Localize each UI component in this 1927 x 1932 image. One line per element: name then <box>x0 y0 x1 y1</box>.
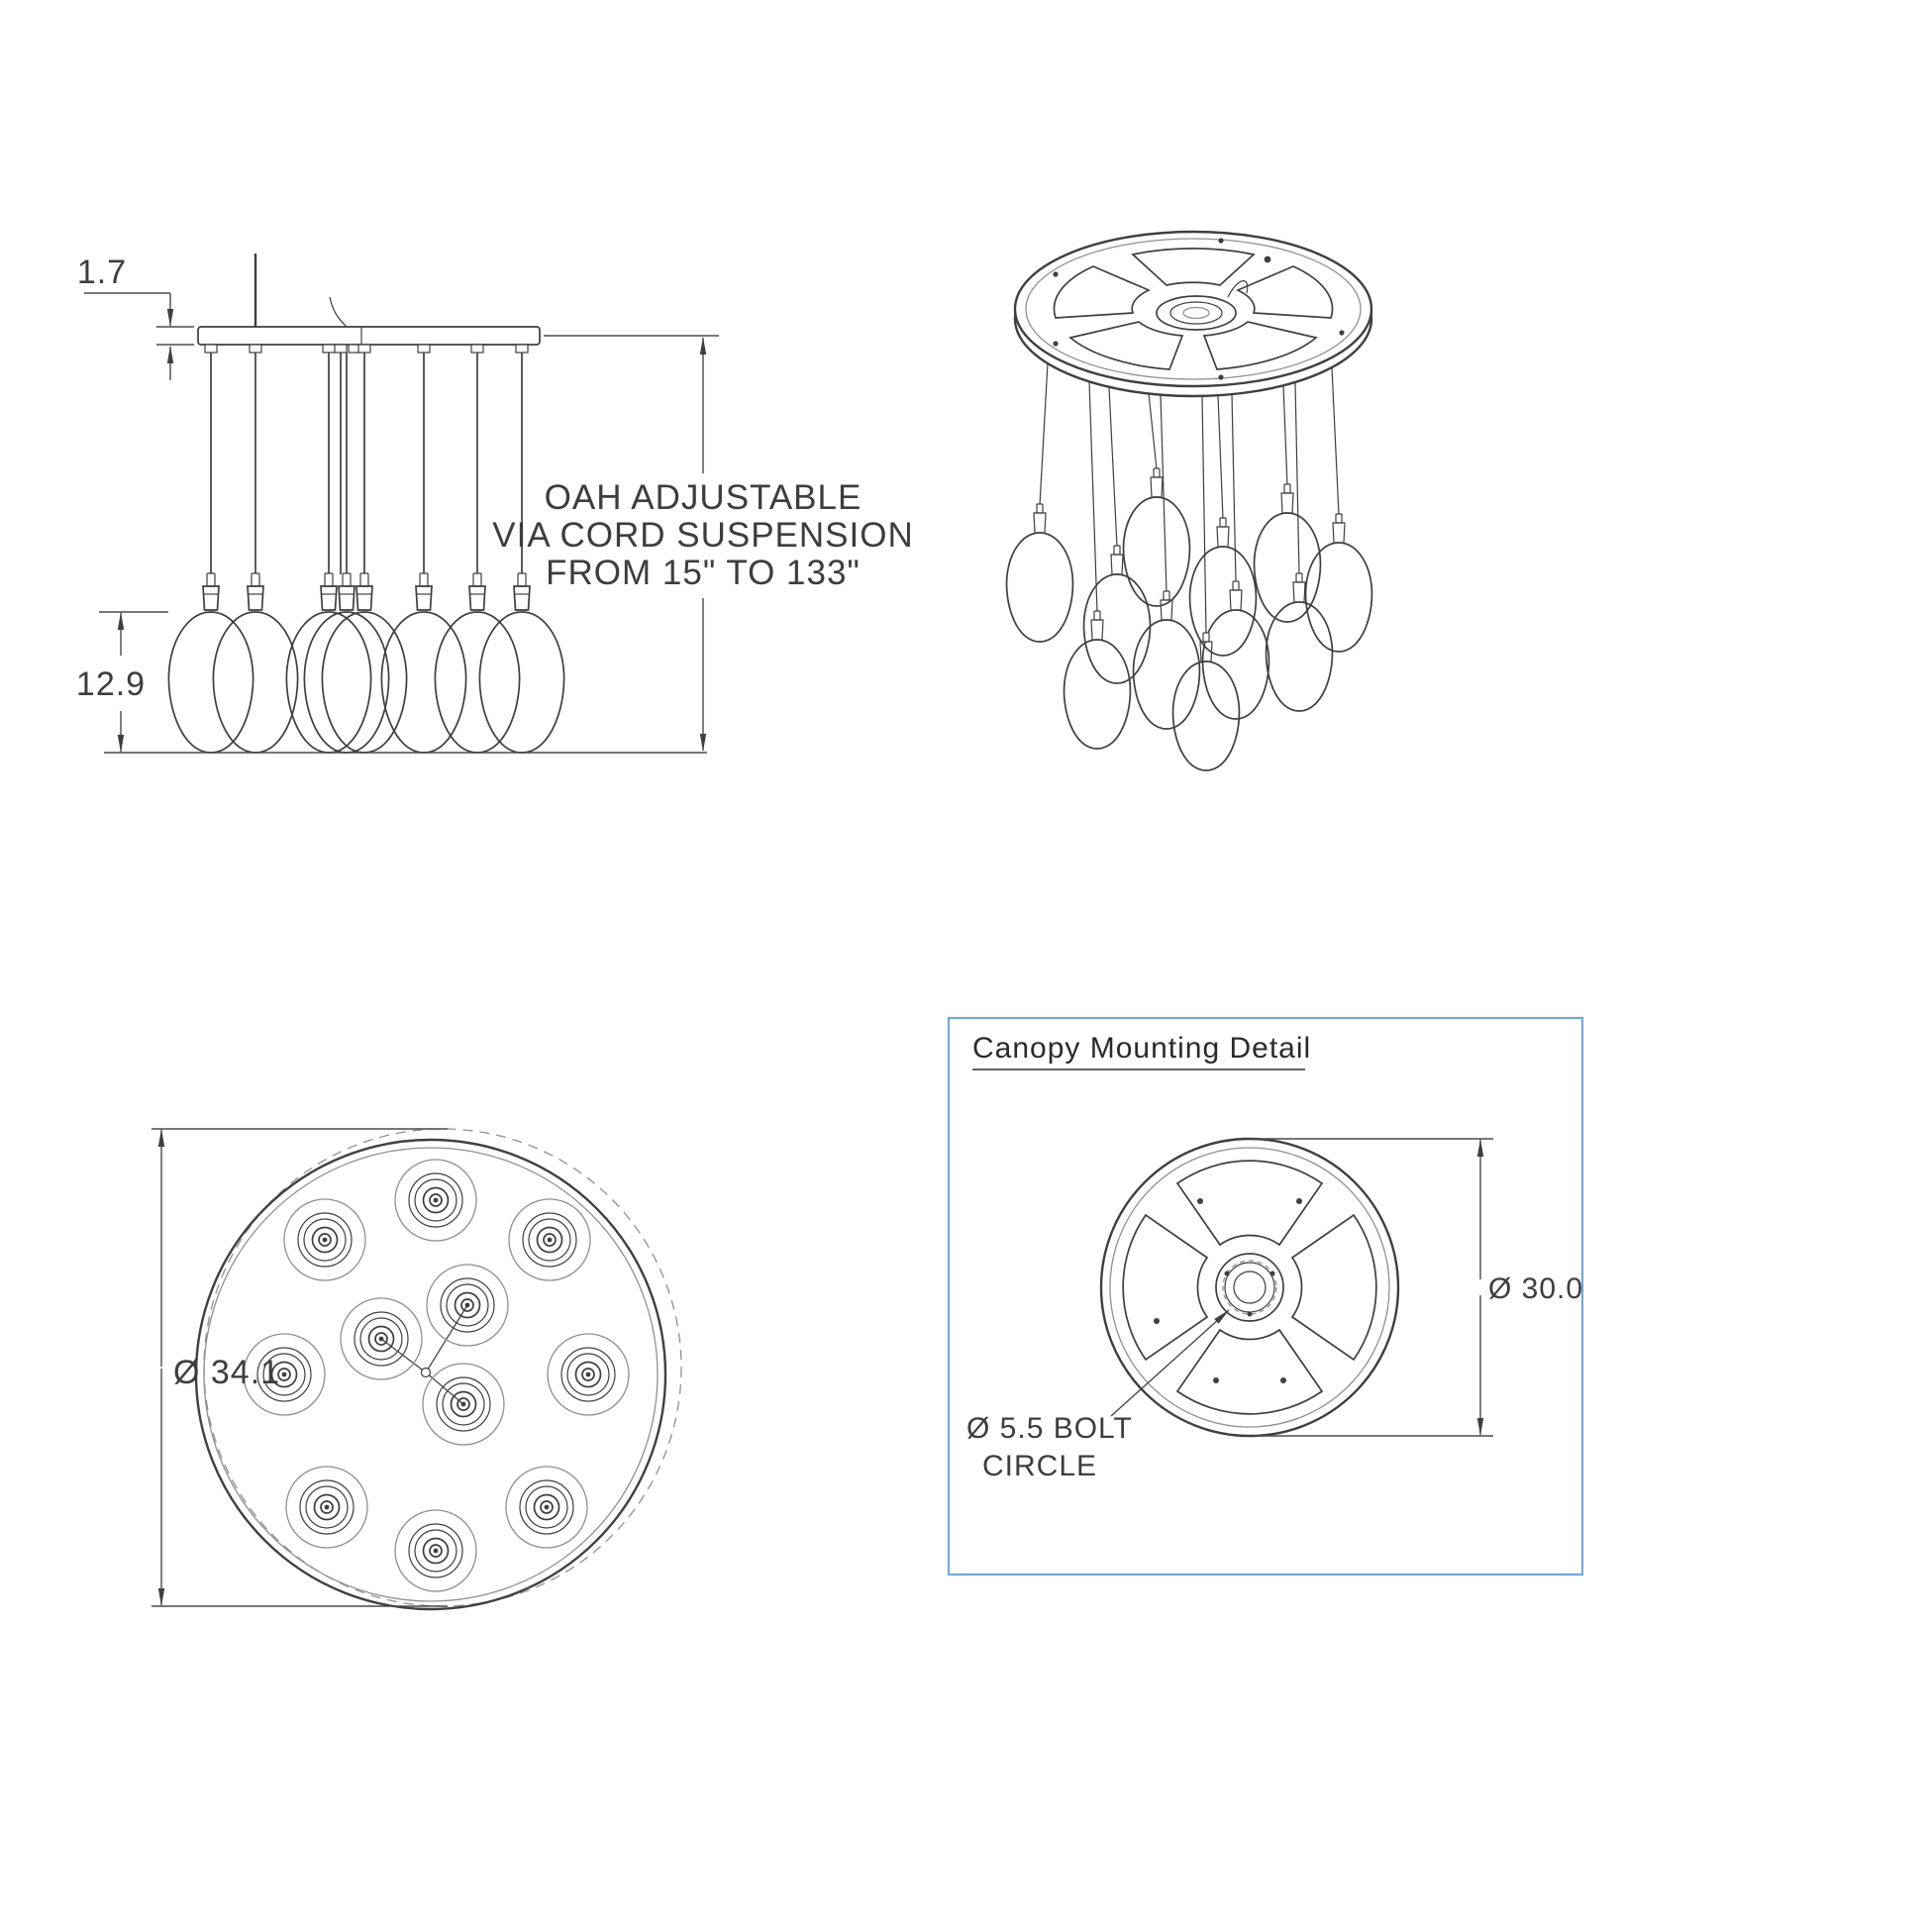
pendant <box>212 572 299 754</box>
pendant <box>303 572 390 754</box>
pendant-position <box>547 1333 630 1416</box>
dim-canopy-thickness: 1.7 <box>77 254 194 380</box>
pendants-side <box>167 572 565 754</box>
pendants-iso <box>1005 467 1373 771</box>
canopy-hub <box>1156 280 1249 331</box>
pendant-position <box>340 1297 423 1380</box>
canopy-side-view <box>197 326 541 346</box>
isometric-view <box>1005 230 1373 771</box>
detail-title: Canopy Mounting Detail <box>972 1032 1311 1065</box>
pendant <box>1304 513 1373 653</box>
dim-label-canopy-diameter: Ø 30.0 <box>1488 1272 1583 1305</box>
pendant <box>478 572 565 754</box>
dim-plan-diameter: Ø 34.1 <box>152 1128 448 1607</box>
canopy-inner-edge <box>1025 238 1362 380</box>
pendant <box>1201 580 1270 720</box>
detail-canopy-outline <box>1099 1137 1400 1438</box>
pendant <box>1188 517 1258 657</box>
oah-note-line1: OAH ADJUSTABLE <box>545 478 862 517</box>
pendant <box>1122 467 1191 607</box>
pendant <box>1171 632 1241 771</box>
plan-view: Ø 34.1 <box>152 1128 682 1611</box>
canopy-inner-outline <box>203 1147 659 1602</box>
bolt-circle-label-line2: CIRCLE <box>982 1450 1097 1482</box>
side-elevation-view: 1.7 12.9 OAH ADJUSTABLE VIA CORD SUSPENS… <box>76 254 913 754</box>
pendant-position <box>283 1198 366 1281</box>
canopy-mounting-detail: Canopy Mounting Detail <box>947 1016 1584 1576</box>
oah-note-line3: FROM 15" TO 133" <box>546 554 861 592</box>
detail-canopy-inner <box>1109 1147 1390 1428</box>
pendant <box>380 572 467 754</box>
dim-oah: OAH ADJUSTABLE VIA CORD SUSPENSION FROM … <box>492 335 913 752</box>
pendant-position <box>426 1264 509 1347</box>
canopy-outline <box>194 1138 667 1611</box>
suspension-cords <box>210 353 523 574</box>
dim-label-glass-height: 12.9 <box>76 665 146 703</box>
detail-hub <box>1215 1253 1284 1322</box>
pendant <box>1063 610 1132 750</box>
oah-note-line2: VIA CORD SUSPENSION <box>492 516 913 555</box>
dim-canopy-diameter: Ø 30.0 <box>1254 1138 1583 1437</box>
bolt-circle-label-line1: Ø 5.5 BOLT <box>966 1412 1133 1445</box>
canopy-top <box>1013 230 1373 388</box>
pendants-plan <box>243 1159 630 1592</box>
dim-label-canopy-thickness: 1.7 <box>77 254 127 291</box>
pendant-position <box>394 1509 477 1592</box>
canopy-cutouts <box>1053 248 1334 370</box>
pendant-position <box>508 1198 591 1281</box>
bolt-circle-callout: Ø 5.5 BOLT CIRCLE <box>966 1309 1230 1482</box>
detail-screw-holes <box>1154 1198 1302 1383</box>
dim-glass-height: 12.9 <box>76 611 168 753</box>
pendant <box>1253 483 1322 623</box>
pendant-position <box>285 1466 368 1549</box>
pendant <box>1005 503 1074 643</box>
pendant <box>434 572 521 754</box>
pendant-position <box>422 1363 505 1446</box>
pendant-position <box>505 1466 588 1549</box>
pendant <box>285 572 372 754</box>
pendant <box>321 572 408 754</box>
bolt-circle <box>1222 1260 1277 1315</box>
pendant-position <box>394 1159 477 1242</box>
dim-label-plan-diameter: Ø 34.1 <box>173 1354 280 1391</box>
detail-cutouts <box>1122 1160 1377 1415</box>
pendant <box>167 572 254 754</box>
power-cord <box>329 296 348 328</box>
bolt-holes-iso <box>1053 238 1345 380</box>
detail-box <box>947 1016 1584 1576</box>
pendant <box>1265 572 1334 712</box>
cord-nubs <box>204 344 529 354</box>
